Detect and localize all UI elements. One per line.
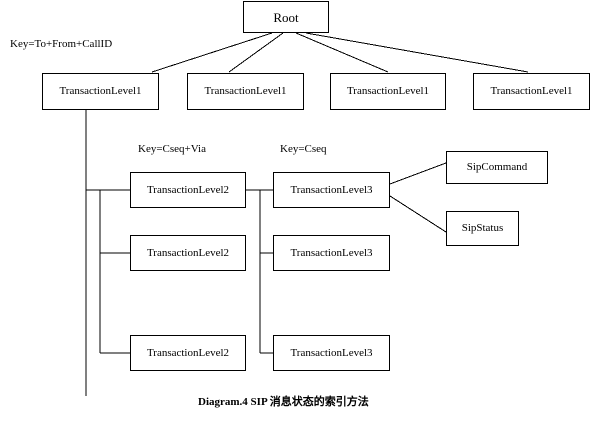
edge-root-to-level1-4 bbox=[305, 32, 529, 73]
node-transaction-level2-3[interactable]: TransactionLevel2 bbox=[130, 335, 246, 371]
edge-level3-to-sipcommand bbox=[389, 162, 447, 185]
node-root-label: Root bbox=[273, 9, 299, 25]
node-transaction-level1-4[interactable]: TransactionLevel1 bbox=[473, 73, 590, 110]
node-label: TransactionLevel1 bbox=[346, 85, 430, 97]
label-key-cseq: Key=Cseq bbox=[280, 143, 327, 155]
edge-root-to-level1-1 bbox=[151, 32, 273, 73]
edge-root-to-level1-2 bbox=[228, 32, 284, 73]
node-transaction-level1-2[interactable]: TransactionLevel1 bbox=[187, 73, 304, 110]
node-label: TransactionLevel3 bbox=[290, 346, 373, 359]
node-transaction-level2-1[interactable]: TransactionLevel2 bbox=[130, 172, 246, 208]
node-root[interactable]: Root bbox=[243, 1, 329, 33]
node-sip-command[interactable]: SipCommand bbox=[446, 151, 548, 184]
diagram-caption: Diagram.4 SIP 消息状态的索引方法 bbox=[198, 396, 369, 408]
node-transaction-level1-3[interactable]: TransactionLevel1 bbox=[330, 73, 446, 110]
node-label: SipCommand bbox=[466, 161, 528, 173]
node-label: SipStatus bbox=[461, 222, 504, 234]
edge-level3-to-sipstatus bbox=[389, 195, 447, 233]
label-key-to-from-callid: Key=To+From+CallID bbox=[10, 38, 113, 50]
node-transaction-level2-2[interactable]: TransactionLevel2 bbox=[130, 235, 246, 271]
node-label: TransactionLevel1 bbox=[204, 85, 287, 97]
node-transaction-level3-2[interactable]: TransactionLevel3 bbox=[273, 235, 390, 271]
node-label: TransactionLevel3 bbox=[290, 246, 373, 259]
node-transaction-level3-3[interactable]: TransactionLevel3 bbox=[273, 335, 390, 371]
node-transaction-level3-1[interactable]: TransactionLevel3 bbox=[273, 172, 390, 208]
node-label: TransactionLevel2 bbox=[146, 346, 230, 359]
node-label: TransactionLevel2 bbox=[146, 183, 230, 196]
node-label: TransactionLevel1 bbox=[490, 85, 573, 97]
node-sip-status[interactable]: SipStatus bbox=[446, 211, 519, 246]
node-label: TransactionLevel3 bbox=[290, 183, 373, 196]
node-label: TransactionLevel2 bbox=[146, 246, 230, 259]
node-transaction-level1-1[interactable]: TransactionLevel1 bbox=[42, 73, 159, 110]
edge-root-to-level1-3 bbox=[295, 32, 389, 73]
node-label: TransactionLevel1 bbox=[59, 85, 142, 97]
label-key-cseq-via: Key=Cseq+Via bbox=[138, 143, 206, 155]
